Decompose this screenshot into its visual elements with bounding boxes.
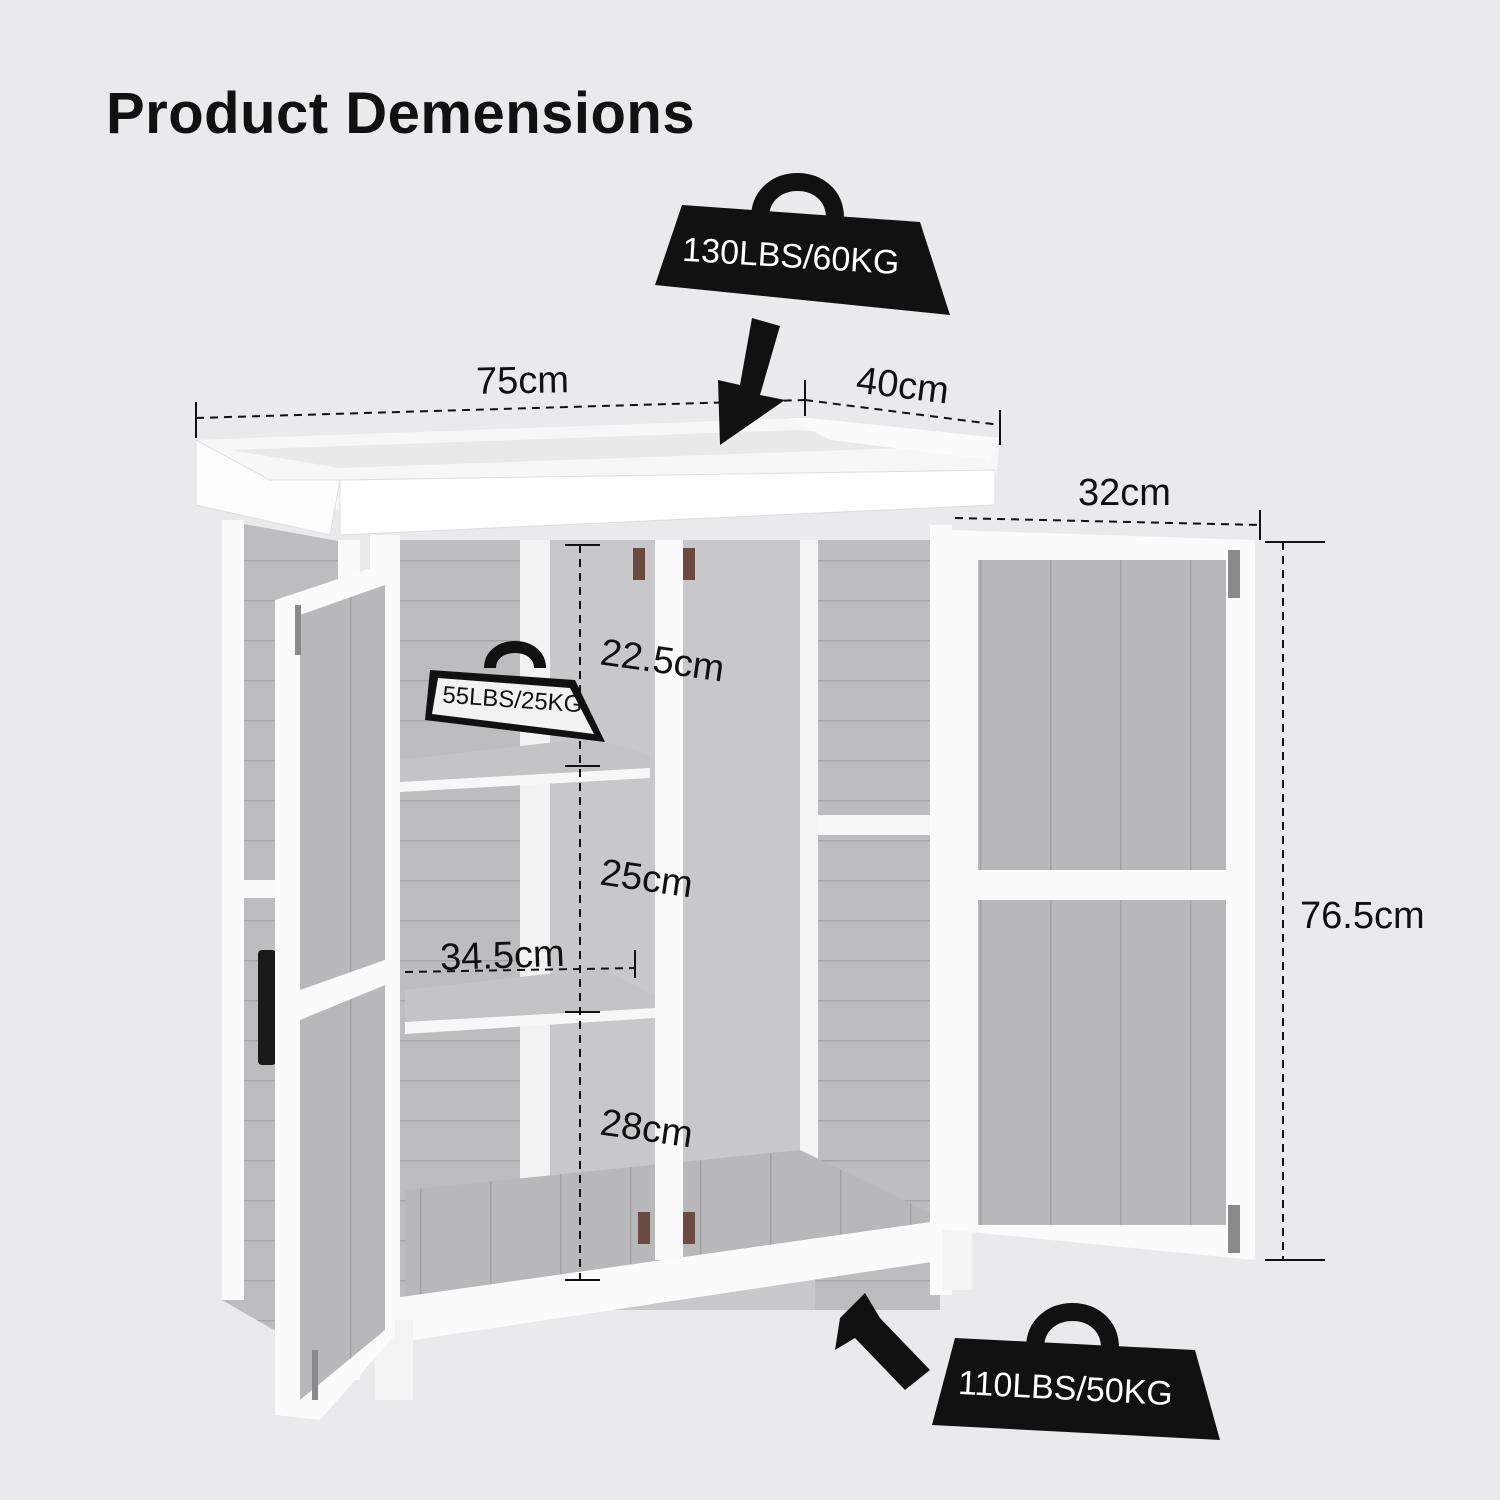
arrow-down-icon xyxy=(718,318,785,445)
door-width-label: 32cm xyxy=(1078,472,1171,514)
cabinet-top xyxy=(195,418,1000,536)
cabinet-left-door xyxy=(275,560,395,1420)
side-handle xyxy=(258,950,276,1065)
width-label: 75cm xyxy=(475,359,570,403)
arrow-up-icon xyxy=(835,1293,930,1390)
dimension-lines xyxy=(195,380,1325,1281)
cabinet-center-divider xyxy=(655,540,683,1260)
cabinet-right-door xyxy=(950,530,1255,1260)
shelf-depth-label: 34.5cm xyxy=(439,932,566,980)
page-title: Product Demensions xyxy=(106,81,696,146)
weight-icon xyxy=(932,1303,1220,1440)
weight-icon xyxy=(484,641,546,669)
cabinet-shelf-upper xyxy=(400,738,650,792)
weight-icon xyxy=(655,173,950,315)
cabinet-shelf-lower xyxy=(405,968,655,1034)
height-label: 76.5cm xyxy=(1300,895,1425,937)
